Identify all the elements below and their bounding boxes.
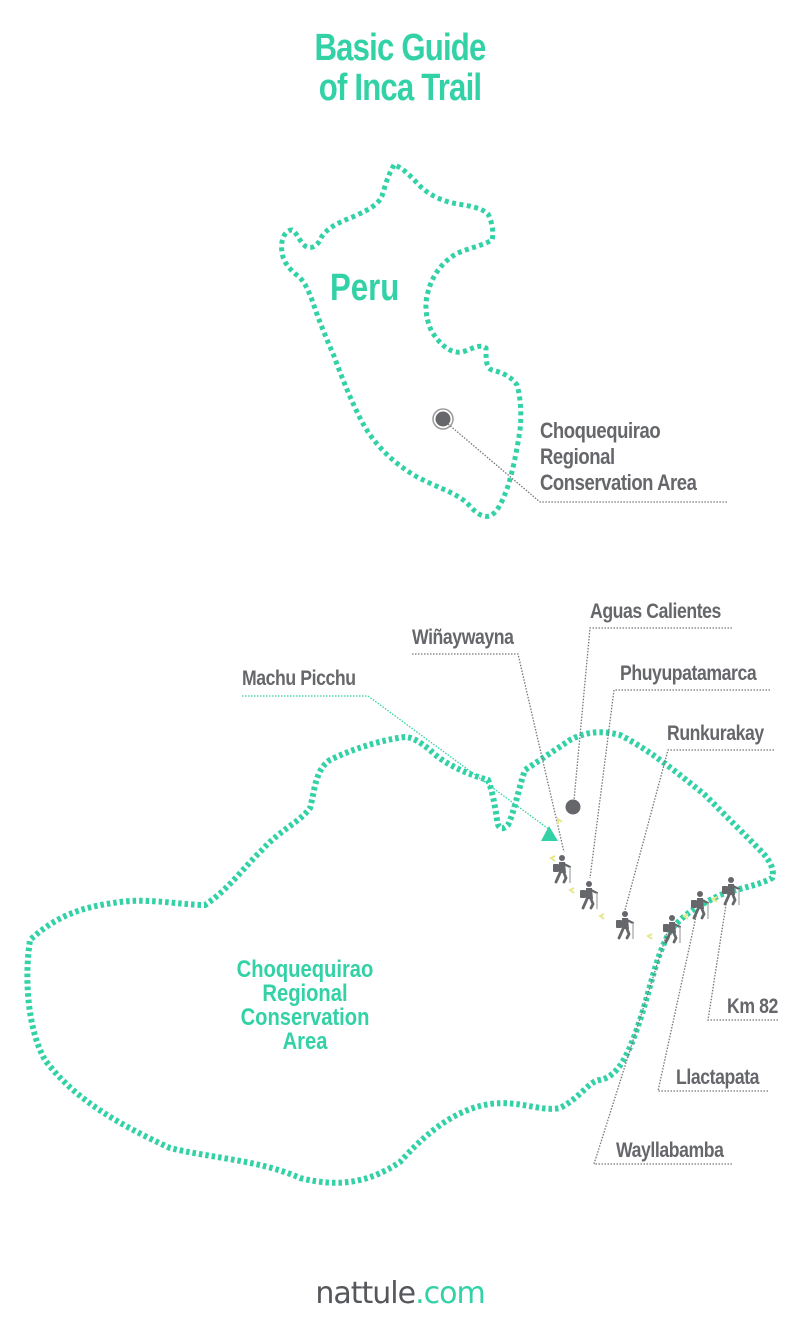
location-label-line-3: Conservation Area: [540, 470, 697, 495]
winaywayna-leader: [412, 653, 565, 853]
stop-label-aguas-calientes[interactable]: Aguas Calientes: [590, 600, 721, 623]
km82-leader: [707, 897, 778, 1021]
llactapata-leader: [657, 911, 768, 1092]
location-label-line-2: Regional: [540, 444, 615, 469]
wayllabamba-leader: [593, 929, 732, 1165]
page-title: Basic Guide of Inca Trail: [72, 28, 728, 108]
brand-name: nattule: [315, 1276, 416, 1311]
hiker-icon[interactable]: [614, 909, 635, 941]
stop-label-phuyupatamarca[interactable]: Phuyupatamarca: [620, 662, 757, 685]
title-line-1: Basic Guide: [314, 27, 486, 69]
stop-label-wayllabamba[interactable]: Wayllabamba: [616, 1139, 724, 1162]
brand-logo[interactable]: nattule.com: [0, 1276, 800, 1311]
region-label-line-4: Area: [282, 1028, 328, 1055]
location-leader-line: [447, 423, 728, 503]
location-label-line-1: Choquequirao: [540, 418, 661, 443]
stop-label-km82[interactable]: Km 82: [727, 995, 778, 1018]
phuyupatamarca-leader: [589, 689, 770, 879]
machu-picchu-marker[interactable]: [541, 826, 558, 841]
stop-label-llactapata[interactable]: Llactapata: [676, 1066, 760, 1089]
stop-label-machu-picchu[interactable]: Machu Picchu: [242, 667, 356, 690]
title-line-2: of Inca Trail: [318, 67, 482, 109]
trail-direction-chevrons: [549, 817, 718, 940]
region-label-line-1: Choquequirao: [236, 956, 374, 983]
country-label: Peru: [330, 267, 400, 309]
region-label-line-3: Conservation: [240, 1004, 370, 1031]
aguas-calientes-leader: [573, 627, 732, 801]
hiker-icon[interactable]: [578, 879, 599, 911]
hiker-icon[interactable]: [551, 853, 572, 885]
runkurakay-leader: [624, 749, 774, 911]
aguas-calientes-marker[interactable]: [565, 799, 581, 815]
peru-outline: [279, 162, 524, 519]
conservation-area-outline: [24, 729, 776, 1186]
region-label: Choquequirao Regional Conservation Area: [221, 958, 389, 1054]
stop-label-runkurakay[interactable]: Runkurakay: [667, 722, 764, 745]
region-label-line-2: Regional: [262, 980, 348, 1007]
machu-picchu-leader: [242, 695, 551, 831]
stop-label-winaywayna[interactable]: Wiñaywayna: [412, 626, 514, 649]
brand-domain: .com: [415, 1276, 486, 1311]
location-marker-dot[interactable]: [435, 411, 451, 427]
location-label: Choquequirao Regional Conservation Area: [540, 418, 697, 496]
